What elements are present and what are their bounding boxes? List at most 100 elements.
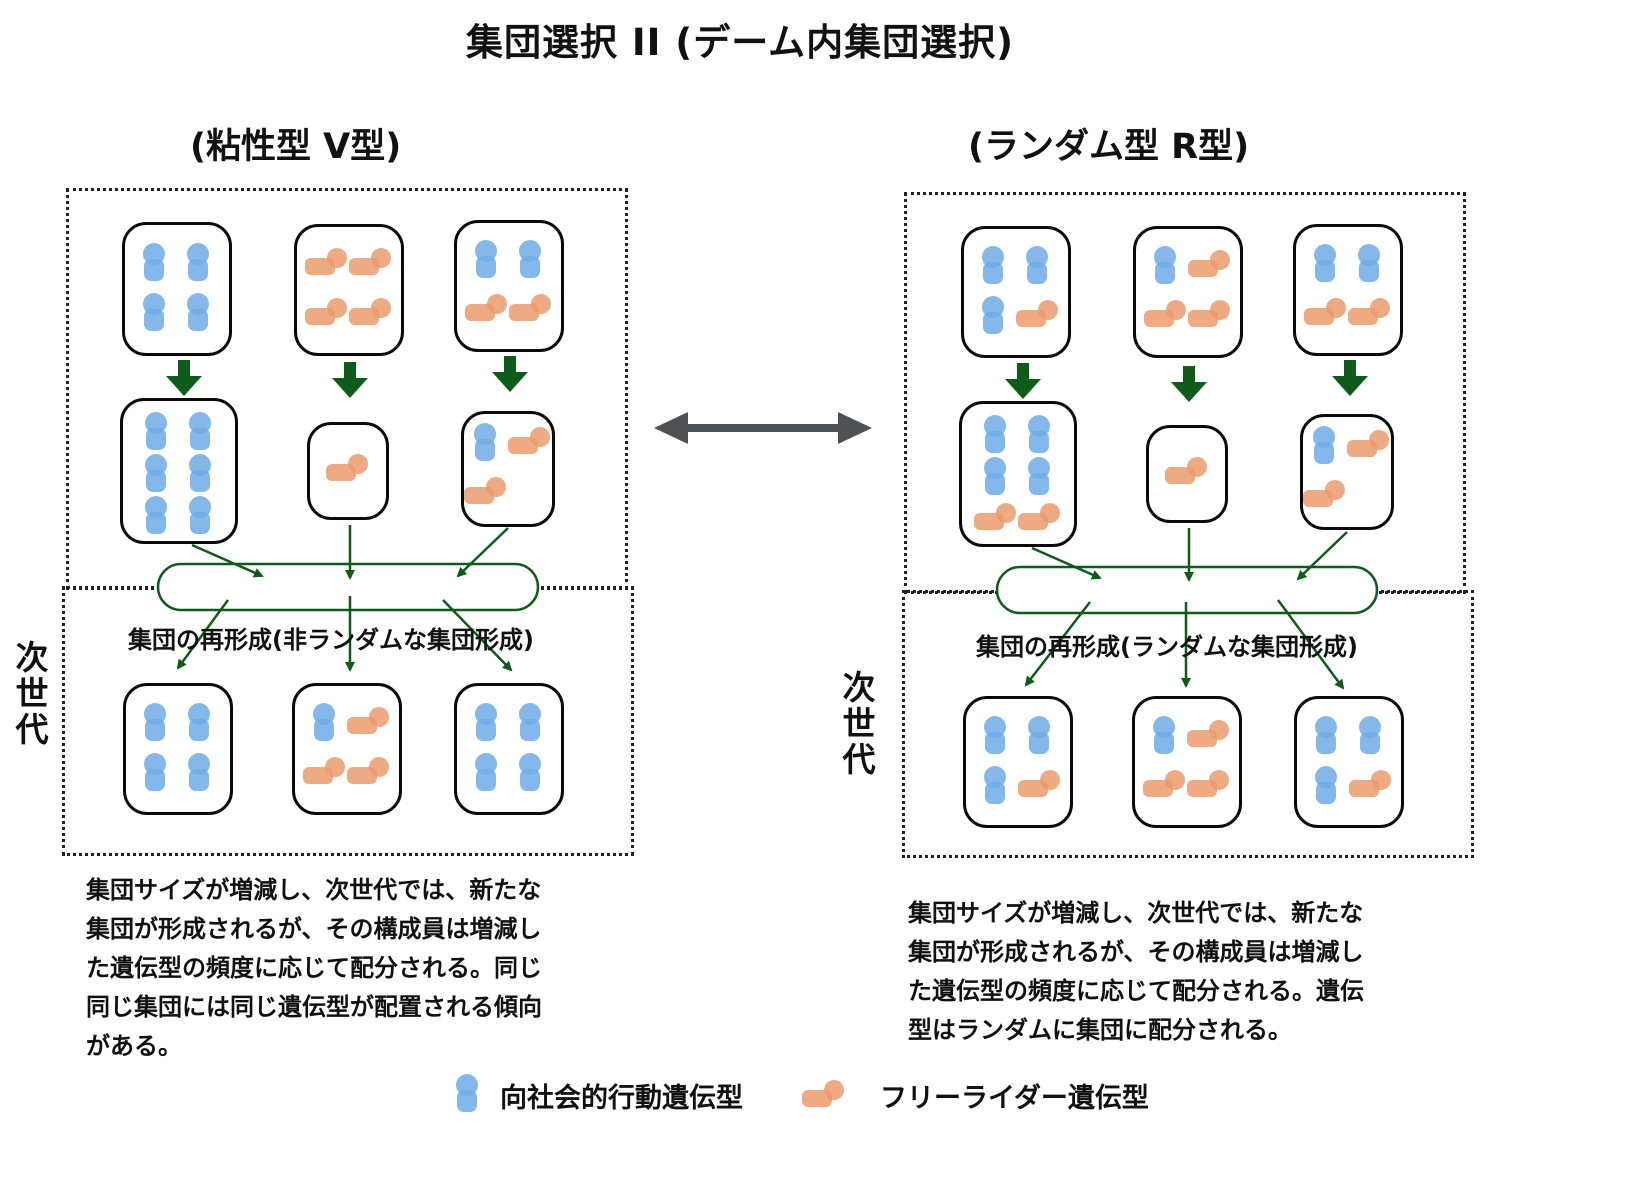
freerider-individual-icon [1142, 769, 1187, 798]
desc-line: 集団が形成されるが、その構成員は増減し [908, 938, 1364, 966]
freerider-individual-icon [1302, 479, 1347, 508]
freerider-individual-icon [1187, 249, 1232, 278]
desc-line: 同じ集団には同じ遺伝型が配置される傾向 [86, 993, 542, 1021]
freerider-individual-icon [1347, 297, 1392, 326]
freerider-individual-icon [973, 502, 1018, 531]
freerider-individual-icon [346, 706, 391, 735]
prosocial-individual-icon [1314, 765, 1337, 804]
prosocial-individual-icon [1027, 456, 1050, 495]
legend-freerider-label: フリーライダー遺伝型 [880, 1083, 1149, 1114]
left-description: 集団サイズが増減し、次世代では、新たな 集団が形成されるが、その構成員は増減し … [86, 871, 626, 1066]
prosocial-individual-icon [518, 752, 541, 791]
left-next-group-3 [454, 683, 564, 815]
prosocial-individual-icon [1313, 243, 1336, 282]
freerider-individual-icon [507, 426, 552, 455]
desc-line: 型はランダムに集団に配分される。 [908, 1016, 1292, 1044]
prosocial-individual-icon [474, 702, 497, 741]
legend-prosocial-icon [456, 1074, 478, 1112]
right-initial-group-1 [961, 226, 1071, 358]
legend-prosocial-label: 向社会的行動遺伝型 [500, 1083, 743, 1114]
prosocial-individual-icon [518, 702, 541, 741]
freerider-individual-icon [1186, 719, 1231, 748]
left-next-gen-label: 次世代 [15, 638, 49, 749]
right-next-group-1 [963, 696, 1073, 828]
prosocial-individual-icon [1312, 425, 1335, 464]
prosocial-individual-icon [144, 411, 167, 450]
left-subtitle: (粘性型 V型) [190, 127, 402, 167]
freerider-individual-icon [1346, 429, 1391, 458]
left-grown-group-1 [120, 398, 238, 544]
prosocial-individual-icon [1027, 715, 1050, 754]
freerider-individual-icon [348, 297, 393, 326]
desc-line: 集団が形成されるが、その構成員は増減し [86, 915, 542, 943]
right-initial-group-3 [1293, 224, 1403, 356]
left-next-group-2 [292, 683, 402, 815]
prosocial-individual-icon [983, 456, 1006, 495]
prosocial-individual-icon [983, 765, 1006, 804]
legend-freerider-icon [802, 1080, 846, 1108]
left-grown-group-3 [461, 411, 555, 527]
freerider-individual-icon [508, 293, 553, 322]
prosocial-individual-icon [144, 495, 167, 534]
right-grown-group-3 [1300, 414, 1394, 530]
desc-line: がある。 [86, 1032, 182, 1060]
prosocial-individual-icon [142, 292, 165, 331]
left-initial-group-2 [294, 224, 404, 356]
right-grown-group-2 [1146, 425, 1228, 523]
freerider-individual-icon [1303, 297, 1348, 326]
freerider-individual-icon [463, 476, 508, 505]
prosocial-individual-icon [474, 752, 497, 791]
prosocial-individual-icon [188, 411, 211, 450]
right-grown-group-1 [959, 401, 1077, 547]
prosocial-individual-icon [1027, 414, 1050, 453]
right-initial-group-2 [1133, 226, 1243, 358]
desc-line: た遺伝型の頻度に応じて配分される。遺伝 [908, 977, 1364, 1005]
left-grown-group-2 [307, 422, 389, 520]
freerider-individual-icon [304, 297, 349, 326]
desc-line: 集団サイズが増減し、次世代では、新たな [908, 899, 1364, 927]
comparison-double-arrow [654, 412, 872, 444]
freerider-individual-icon [1015, 299, 1060, 328]
prosocial-individual-icon [518, 239, 541, 278]
freerider-individual-icon [1187, 299, 1232, 328]
freerider-individual-icon [325, 453, 370, 482]
prosocial-individual-icon [1153, 245, 1176, 284]
freerider-individual-icon [348, 247, 393, 276]
prosocial-individual-icon [143, 702, 166, 741]
freerider-individual-icon [1348, 769, 1393, 798]
left-next-group-1 [123, 683, 233, 815]
prosocial-individual-icon [142, 242, 165, 281]
prosocial-individual-icon [983, 414, 1006, 453]
prosocial-individual-icon [186, 242, 209, 281]
desc-line: 集団サイズが増減し、次世代では、新たな [86, 876, 542, 904]
prosocial-individual-icon [1152, 715, 1175, 754]
right-next-group-2 [1132, 696, 1242, 828]
freerider-individual-icon [304, 247, 349, 276]
prosocial-individual-icon [473, 422, 496, 461]
freerider-individual-icon [464, 293, 509, 322]
prosocial-individual-icon [143, 752, 166, 791]
prosocial-individual-icon [981, 245, 1004, 284]
desc-line: た遺伝型の頻度に応じて配分される。同じ [86, 954, 542, 982]
prosocial-individual-icon [981, 295, 1004, 334]
prosocial-individual-icon [186, 292, 209, 331]
right-reform-label: 集団の再形成(ランダムな集団形成) [976, 633, 1358, 661]
freerider-individual-icon [1164, 456, 1209, 485]
left-initial-group-3 [454, 220, 564, 352]
prosocial-individual-icon [1358, 715, 1381, 754]
prosocial-individual-icon [144, 453, 167, 492]
prosocial-individual-icon [187, 752, 210, 791]
right-description: 集団サイズが増減し、次世代では、新たな 集団が形成されるが、その構成員は増減し … [908, 894, 1448, 1050]
prosocial-individual-icon [188, 453, 211, 492]
prosocial-individual-icon [1357, 243, 1380, 282]
prosocial-individual-icon [983, 715, 1006, 754]
prosocial-individual-icon [188, 495, 211, 534]
freerider-individual-icon [1186, 769, 1231, 798]
prosocial-individual-icon [1025, 245, 1048, 284]
left-initial-group-1 [122, 222, 232, 356]
prosocial-individual-icon [1314, 715, 1337, 754]
right-next-group-3 [1294, 696, 1404, 828]
freerider-individual-icon [1143, 299, 1188, 328]
right-next-gen-label: 次世代 [842, 668, 876, 779]
freerider-individual-icon [302, 756, 347, 785]
